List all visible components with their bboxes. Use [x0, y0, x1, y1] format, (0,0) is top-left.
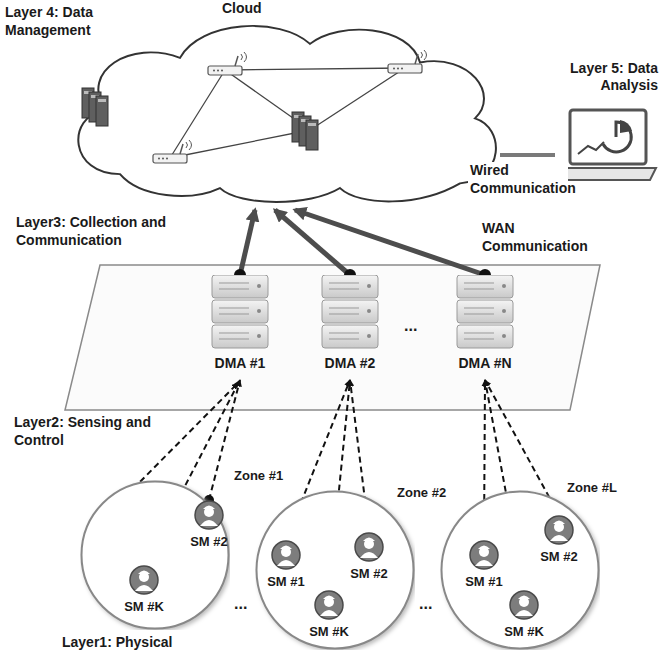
- node-label: SM #K: [500, 624, 548, 640]
- wan-link: [234, 210, 255, 281]
- smart-meter-icon: [509, 590, 539, 620]
- dma-server-node: DMA #N: [440, 275, 530, 380]
- smart-meter-icon: [354, 532, 384, 562]
- connector-line: [295, 210, 485, 275]
- wired-link: [500, 155, 555, 156]
- ellipsis: ...: [234, 594, 254, 614]
- node-label: DMA #1: [195, 355, 285, 372]
- zone-circle: Zone #2SM #1SM #2SM #K: [255, 490, 415, 650]
- wan-link: [275, 210, 356, 281]
- layer-label: WAN Communication: [482, 220, 594, 255]
- node-label: Layer 5: Data Analysis: [555, 60, 660, 94]
- smart-meter-node: SM #2: [345, 532, 393, 586]
- node-label: SM #2: [535, 549, 583, 565]
- smart-meter-icon: [194, 500, 224, 530]
- layer-label: Layer3: Collection and Communication: [16, 214, 174, 249]
- node-label: SM #2: [185, 534, 233, 550]
- smart-meter-node: SM #K: [305, 590, 353, 644]
- zone-circle: Zone #1SM #2SM #K: [80, 480, 230, 630]
- smart-meter-node: SM #2: [185, 500, 233, 554]
- connector-line: [275, 210, 350, 275]
- node-label: SM #K: [120, 599, 168, 615]
- ellipsis: ...: [419, 594, 439, 614]
- connector-line: [500, 153, 555, 157]
- ellipsis: ...: [404, 316, 428, 336]
- smart-meter-icon: [469, 540, 499, 570]
- cloud-shape: [60, 0, 500, 210]
- dma-server-icon: [209, 275, 271, 351]
- smart-meter-node: SM #K: [500, 590, 548, 644]
- smart-meter-node: SM #2: [535, 515, 583, 569]
- smart-meter-icon: [314, 590, 344, 620]
- node-label: SM #K: [305, 624, 353, 640]
- node-label: DMA #N: [440, 355, 530, 372]
- edge-label: Wired Communication: [468, 162, 568, 197]
- smart-meter-node: SM #1: [262, 540, 310, 594]
- cloud-node: Cloud: [60, 0, 500, 210]
- node-label: SM #2: [345, 566, 393, 582]
- connector-line: [240, 210, 255, 275]
- layer-label: Layer2: Sensing and Control: [14, 414, 152, 449]
- smart-meter-node: SM #K: [120, 565, 168, 619]
- node-label: SM #1: [460, 574, 508, 590]
- node-label: Zone #L: [565, 480, 619, 496]
- laptop-icon: [558, 108, 658, 186]
- smart-meter-icon: [544, 515, 574, 545]
- node-label: SM #1: [262, 574, 310, 590]
- layer-label: Layer1: Physical: [62, 634, 212, 652]
- sensor-link: [204, 380, 240, 505]
- smart-meter-node: SM #1: [460, 540, 508, 594]
- wan-link: [295, 210, 491, 281]
- dma-server-icon: [319, 275, 381, 351]
- node-label: Zone #1: [232, 468, 285, 484]
- layer-label: Layer 4: Data Management: [5, 4, 127, 39]
- smart-meter-icon: [271, 540, 301, 570]
- node-label: Cloud: [220, 0, 264, 17]
- dma-server-node: DMA #1: [195, 275, 285, 380]
- smart-meter-icon: [129, 565, 159, 595]
- zone-circle: Zone #LSM #1SM #2SM #K: [440, 490, 600, 650]
- dma-server-node: DMA #2: [305, 275, 395, 380]
- laptop-node: Layer 5: Data Analysis: [555, 60, 660, 215]
- node-label: Zone #2: [395, 485, 448, 501]
- node-label: DMA #2: [305, 355, 395, 372]
- dma-server-icon: [454, 275, 516, 351]
- collection-plane: [65, 265, 600, 410]
